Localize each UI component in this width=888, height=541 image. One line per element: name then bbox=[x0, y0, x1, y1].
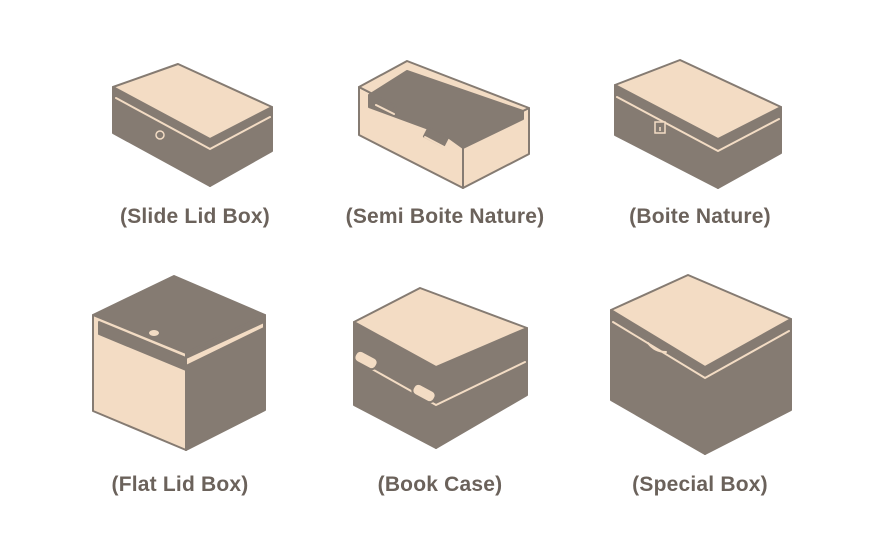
box-item-boite-nature: (Boite Nature) bbox=[605, 55, 795, 235]
box-item-book-case: (Book Case) bbox=[340, 270, 540, 510]
slide-lid-box-illustration bbox=[112, 63, 273, 187]
box-caption: (Slide Lid Box) bbox=[120, 205, 270, 228]
box-caption: (Flat Lid Box) bbox=[111, 473, 249, 496]
semi-boite-nature-illustration bbox=[358, 60, 530, 189]
box-caption: (Semi Boite Nature) bbox=[345, 205, 545, 228]
box-caption: (Book Case) bbox=[377, 473, 503, 496]
box-item-flat-lid: (Flat Lid Box) bbox=[80, 270, 280, 510]
box-item-slide-lid: (Slide Lid Box) bbox=[100, 55, 290, 235]
box-item-special: (Special Box) bbox=[600, 270, 800, 510]
flat-lid-box-illustration bbox=[92, 275, 266, 451]
box-caption: (Boite Nature) bbox=[629, 205, 771, 228]
box-caption: (Special Box) bbox=[632, 473, 768, 496]
special-box-illustration bbox=[610, 274, 792, 455]
box-item-semi-boite-nature: (Semi Boite Nature) bbox=[345, 55, 545, 235]
boite-nature-illustration bbox=[614, 59, 782, 189]
book-case-illustration bbox=[353, 287, 528, 449]
